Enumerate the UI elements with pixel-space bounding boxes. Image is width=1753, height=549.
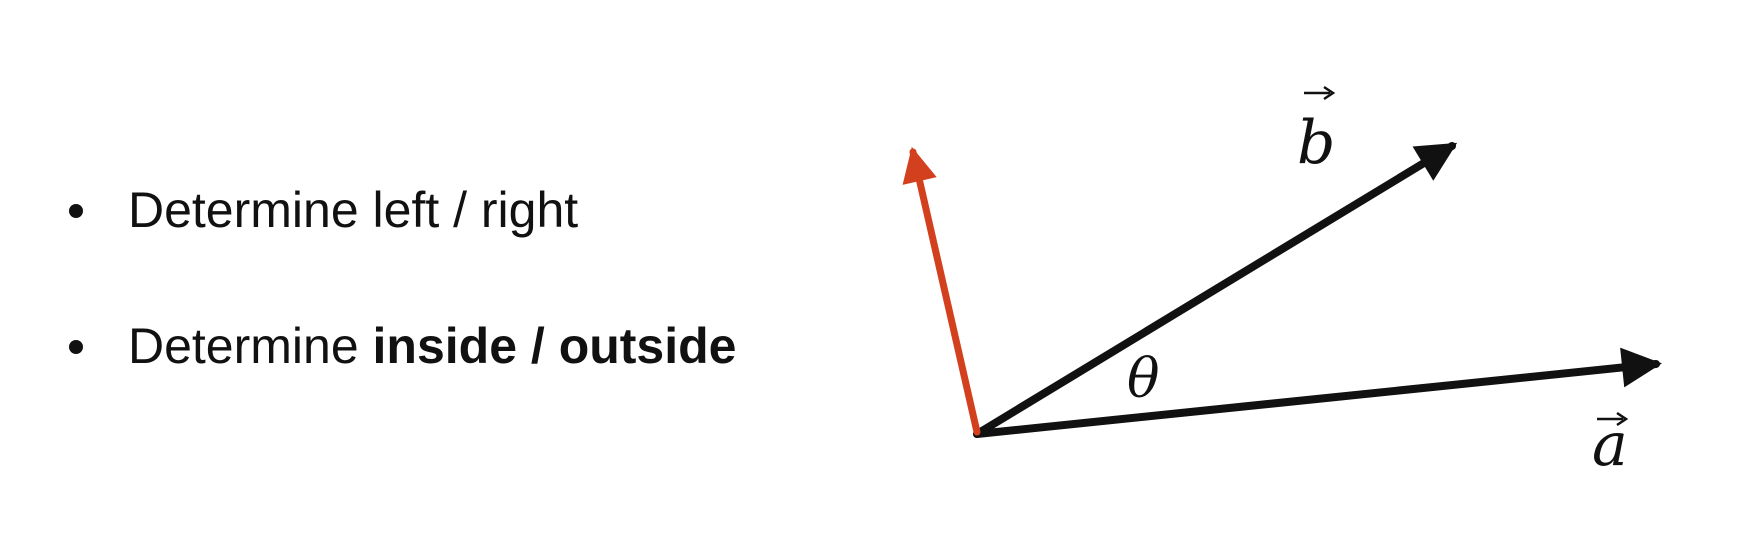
label-vector-b: b [1297,85,1336,178]
bullet-item-left-right: Determine left / right [64,180,736,240]
label-theta: θ [1127,347,1160,410]
label-vector-a: a [1592,410,1629,480]
normal-vector-red [902,146,981,436]
bullet-text-prefix: Determine [128,318,373,374]
bullet-list: Determine left / right Determine inside … [64,180,736,376]
bullet-text-bold: inside / outside [372,318,737,374]
vector-arrow-icon [1304,85,1336,101]
vector-a [973,347,1662,438]
bullet-dot [69,204,83,218]
label-b-letter: b [1297,108,1335,178]
bullet-dot [69,340,83,354]
vector-arrow-icon [1597,411,1629,427]
bullet-item-inside-outside: Determine inside / outside [64,316,736,376]
bullet-text: Determine left / right [128,182,579,238]
vector-b [973,142,1458,438]
